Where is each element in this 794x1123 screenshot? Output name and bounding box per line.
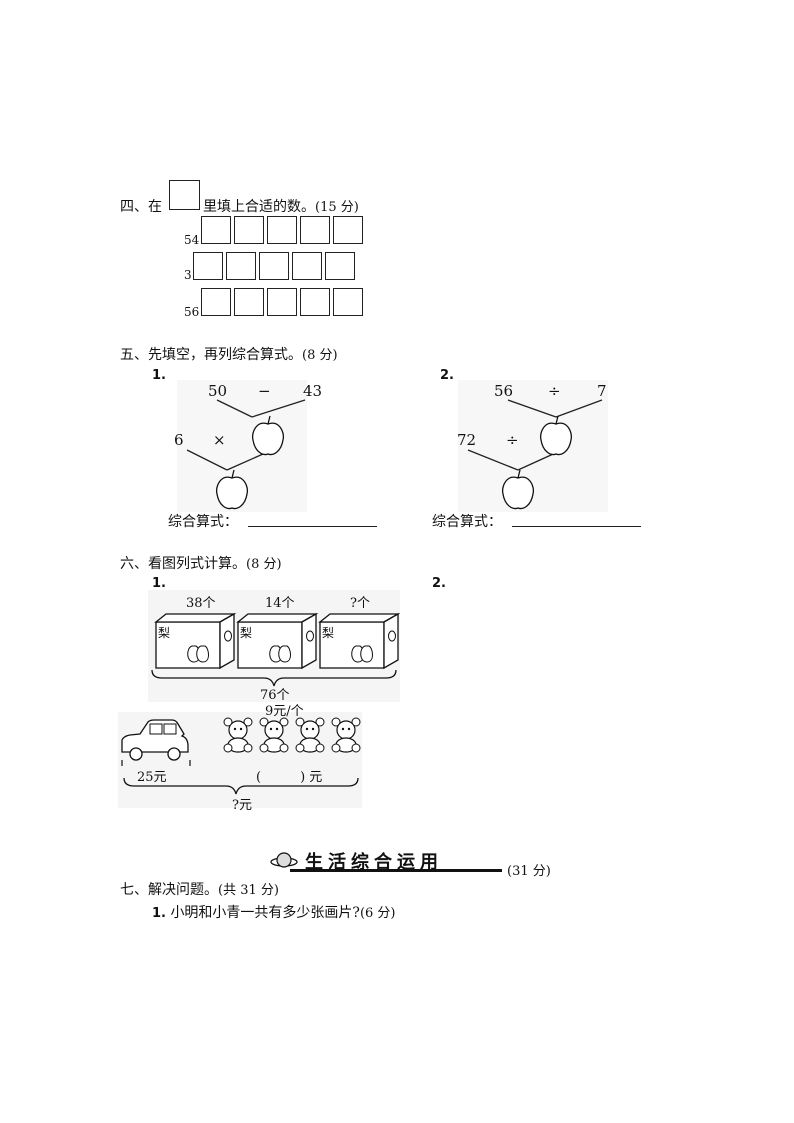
box-icon <box>154 612 237 670</box>
section-7-title-text: 七、解决问题。 <box>120 882 218 898</box>
section-4-title-before: 四、在 <box>120 199 162 215</box>
question-7-1-number: 1. <box>152 906 166 921</box>
apple-diagram-1 <box>177 380 307 512</box>
banner-graphic <box>270 852 502 872</box>
question-7-1-points: (6 分) <box>359 906 396 921</box>
answer-box[interactable] <box>201 216 231 244</box>
answer-box[interactable] <box>259 252 289 280</box>
formula-answer-line-1[interactable] <box>248 526 377 527</box>
apple-icon <box>539 415 573 456</box>
brace <box>151 669 397 687</box>
num-50: 50 <box>208 382 228 400</box>
problem-5-2-number: 2. <box>440 368 454 383</box>
section-4-title-rest: 里填上合适的数。(15 分) <box>203 196 359 216</box>
box-icon <box>318 612 400 670</box>
answer-box[interactable] <box>201 288 231 316</box>
row-label-3: 3 <box>184 268 192 282</box>
problem-6-1-number: 1. <box>152 576 166 591</box>
op-divide-2: ÷ <box>506 431 519 449</box>
banner-points: (31 分) <box>507 864 551 879</box>
total-price: ?元 <box>232 798 252 813</box>
num-7: 7 <box>597 382 607 400</box>
total-count: 76个 <box>260 688 290 703</box>
section-5-points: (8 分) <box>302 348 338 363</box>
box-label-3: 梨 <box>322 626 335 640</box>
bear-icon <box>223 717 253 753</box>
section-7-title: 七、解决问题。(共 31 分) <box>120 879 279 899</box>
pear-boxes-figure <box>148 590 400 702</box>
op-minus: − <box>258 382 271 400</box>
num-72: 72 <box>457 431 477 449</box>
apple-diagram-2 <box>458 380 608 512</box>
answer-box[interactable] <box>234 216 264 244</box>
section-6-title-text: 六、看图列式计算。 <box>120 556 246 572</box>
section-6-title: 六、看图列式计算。(8 分) <box>120 553 282 573</box>
formula-answer-line-2[interactable] <box>512 526 641 527</box>
answer-box[interactable] <box>300 288 330 316</box>
row-label-56: 56 <box>184 305 200 319</box>
question-7-1-text: 小明和小青一共有多少张画片? <box>170 905 360 921</box>
problem-5-1-number: 1. <box>152 368 166 383</box>
num-56: 56 <box>494 382 514 400</box>
section-5-title-text: 五、先填空，再列综合算式。 <box>120 347 302 363</box>
section-7-points: (共 31 分) <box>218 883 279 898</box>
car-price: 25元 <box>137 770 167 785</box>
op-divide: ÷ <box>548 382 561 400</box>
answer-box[interactable] <box>333 216 363 244</box>
car-bears-figure <box>118 712 362 808</box>
formula-label-2: 综合算式： <box>432 514 502 530</box>
apple-icon <box>251 415 285 456</box>
section-4-title-after: 里填上合适的数。 <box>203 199 315 215</box>
row-label-54: 54 <box>184 233 200 247</box>
box-label-2: 梨 <box>240 626 253 640</box>
answer-box[interactable] <box>193 252 223 280</box>
answer-box[interactable] <box>300 216 330 244</box>
bears-price-blank[interactable]: ( ) 元 <box>256 770 323 785</box>
section-4-points: (15 分) <box>315 200 359 215</box>
box-icon <box>236 612 319 670</box>
bear-icon <box>295 717 325 753</box>
apple-icon <box>501 469 535 510</box>
section-4-title: 四、在 <box>120 196 162 216</box>
planet-icon <box>270 852 298 868</box>
car-icon <box>121 719 189 761</box>
op-times: × <box>213 431 226 449</box>
answer-box[interactable] <box>226 252 256 280</box>
box-count-1: 38个 <box>186 596 216 611</box>
box-count-3: ?个 <box>350 596 370 611</box>
bear-icon <box>331 717 361 753</box>
apple-icon <box>215 469 249 510</box>
answer-box[interactable] <box>234 288 264 316</box>
brace <box>123 777 359 795</box>
answer-box[interactable] <box>325 252 355 280</box>
answer-box[interactable] <box>267 288 297 316</box>
question-7-1: 1. 小明和小青一共有多少张画片?(6 分) <box>152 902 396 922</box>
bear-icon <box>259 717 289 753</box>
num-6: 6 <box>174 431 184 449</box>
answer-box[interactable] <box>333 288 363 316</box>
formula-label-1: 综合算式： <box>168 514 238 530</box>
box-label-1: 梨 <box>158 626 171 640</box>
section-5-title: 五、先填空，再列综合算式。(8 分) <box>120 344 338 364</box>
sample-box <box>169 180 200 210</box>
answer-box[interactable] <box>267 216 297 244</box>
problem-6-2-number: 2. <box>432 576 446 591</box>
section-6-points: (8 分) <box>246 557 282 572</box>
num-43: 43 <box>303 382 323 400</box>
banner-title: 生活综合运用 <box>305 852 443 873</box>
box-count-2: 14个 <box>265 596 295 611</box>
bear-price: 9元/个 <box>265 704 304 719</box>
answer-box[interactable] <box>292 252 322 280</box>
